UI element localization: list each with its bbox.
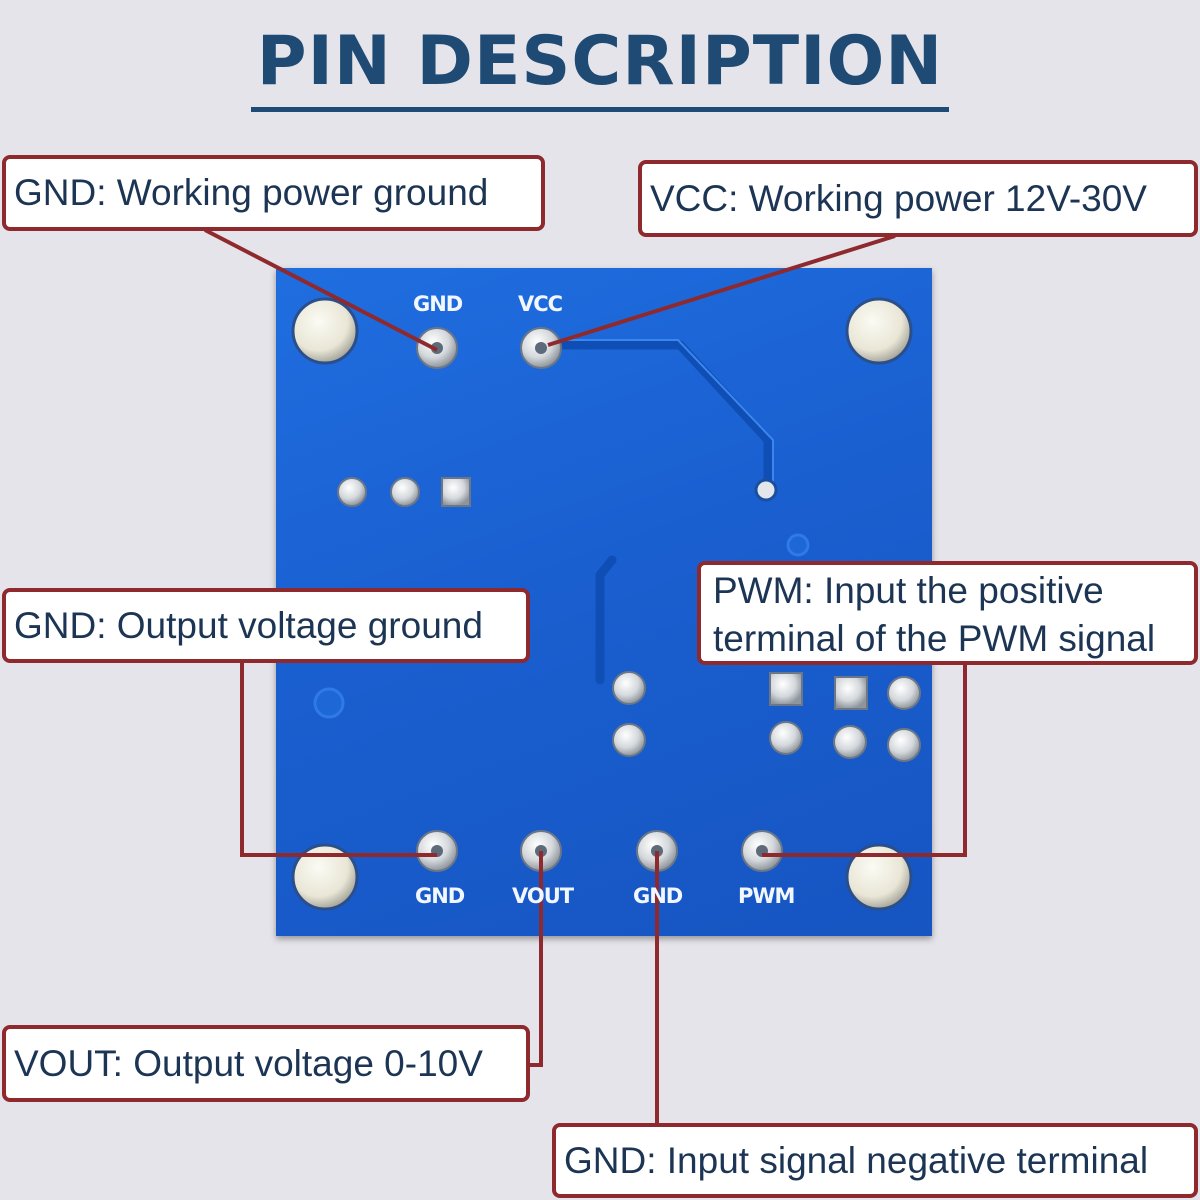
vcc-pad-hole — [535, 342, 547, 354]
via — [754, 478, 778, 502]
silk-label-pwm-bottom: PWM — [738, 884, 795, 908]
pad — [612, 671, 646, 705]
bottom-header — [416, 830, 783, 872]
component-pads-middle — [612, 671, 646, 757]
mounting-hole — [291, 297, 359, 365]
leader-gnd-output — [240, 662, 437, 857]
silk-label-vout-bottom: VOUT — [512, 884, 574, 908]
pad — [887, 728, 921, 762]
vcc-trace — [555, 340, 773, 495]
pad — [769, 721, 803, 755]
pad — [887, 676, 921, 710]
via — [786, 533, 810, 557]
signal-trace — [595, 555, 617, 685]
mounting-hole — [845, 297, 913, 365]
pad — [337, 477, 367, 507]
leader-gnd-power — [204, 228, 438, 352]
vias — [313, 478, 810, 719]
page-title: PIN DESCRIPTION — [0, 22, 1200, 112]
pad — [390, 477, 420, 507]
pcb-traces — [555, 340, 773, 685]
callout-vcc-power: VCC: Working power 12V-30V — [638, 160, 1198, 237]
square-pad — [769, 672, 803, 706]
component-pads-left — [337, 477, 471, 507]
leader-vcc-power — [547, 234, 896, 347]
pad — [612, 723, 646, 757]
callout-pwm-input: PWM: Input the positive terminal of the … — [697, 561, 1198, 665]
component-pads-right — [769, 672, 921, 762]
leader-pwm-input — [762, 664, 967, 857]
callout-gnd-output: GND: Output voltage ground — [2, 588, 530, 663]
pad — [833, 725, 867, 759]
leader-lines — [204, 228, 967, 1125]
square-pad — [834, 676, 868, 710]
square-pad — [441, 477, 471, 507]
page-title-text: PIN DESCRIPTION — [250, 22, 950, 112]
mounting-hole — [291, 843, 359, 911]
silk-label-gnd-top: GND — [413, 292, 463, 316]
callout-gnd-input: GND: Input signal negative terminal — [552, 1123, 1198, 1198]
via — [313, 687, 345, 719]
leader-vout-output — [528, 851, 543, 1067]
mounting-holes — [291, 297, 913, 911]
callout-gnd-power: GND: Working power ground — [2, 155, 545, 231]
silk-label-vcc-top: VCC — [518, 292, 563, 316]
silk-label-gnd-bottom: GND — [415, 884, 465, 908]
mounting-hole — [845, 843, 913, 911]
silk-label-gnd-bottom-2: GND — [633, 884, 683, 908]
top-header — [416, 327, 562, 369]
callout-vout-output: VOUT: Output voltage 0-10V — [2, 1025, 530, 1102]
